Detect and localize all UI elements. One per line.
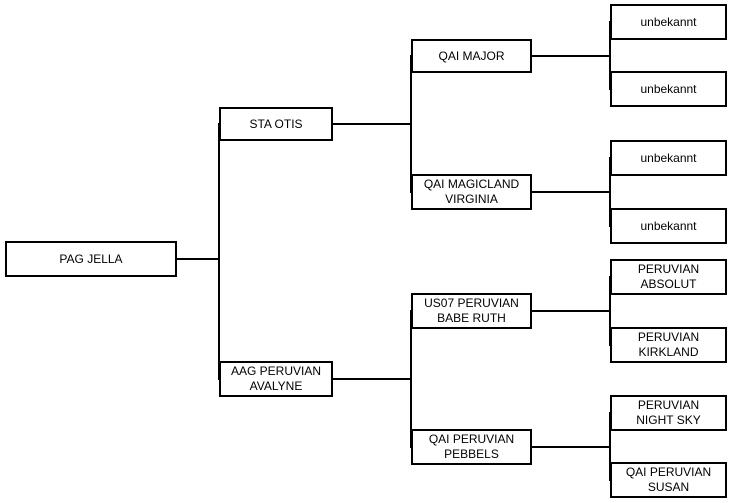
pedigree-node-animal: PAG JELLA — [5, 241, 177, 277]
node-label: PERUVIAN KIRKLAND — [637, 330, 700, 359]
pedigree-node-dam: AAG PERUVIAN AVALYNE — [219, 361, 333, 397]
pedigree-node-dam-dam: QAI PERUVIAN PEBBELS — [411, 429, 532, 465]
node-label: unbekannt — [640, 218, 697, 233]
node-label: PERUVIAN ABSOLUT — [637, 262, 700, 291]
pedigree-node-dam-sire-sire: PERUVIAN ABSOLUT — [610, 259, 727, 295]
pedigree-node-dam-dam-sire: PERUVIAN NIGHT SKY — [610, 395, 727, 431]
node-label: PAG JELLA — [59, 251, 123, 266]
pedigree-node-dam-sire-dam: PERUVIAN KIRKLAND — [610, 327, 727, 363]
pedigree-node-dam-sire: US07 PERUVIAN BABE RUTH — [411, 293, 532, 329]
node-label: QAI MAJOR — [438, 48, 505, 63]
node-label: QAI PERUVIAN PEBBELS — [428, 432, 515, 461]
pedigree-node-sire-sire-dam: unbekannt — [610, 71, 727, 107]
pedigree-node-sire-sire-sire: unbekannt — [610, 4, 727, 40]
pedigree-node-sire-dam: QAI MAGICLAND VIRGINIA — [411, 174, 532, 210]
pedigree-node-sire-dam-sire: unbekannt — [610, 140, 727, 176]
node-label: unbekannt — [640, 150, 697, 165]
pedigree-node-sire-dam-dam: unbekannt — [610, 208, 727, 244]
pedigree-node-dam-dam-dam: QAI PERUVIAN SUSAN — [610, 462, 727, 498]
node-label: QAI MAGICLAND VIRGINIA — [423, 177, 520, 206]
pedigree-node-sire: STA OTIS — [219, 107, 333, 141]
node-label: PERUVIAN NIGHT SKY — [636, 398, 701, 427]
pedigree-node-sire-sire: QAI MAJOR — [411, 39, 532, 73]
node-label: US07 PERUVIAN BABE RUTH — [424, 296, 519, 325]
node-label: QAI PERUVIAN SUSAN — [625, 465, 712, 494]
node-label: unbekannt — [640, 14, 697, 29]
node-label: AAG PERUVIAN AVALYNE — [230, 364, 322, 393]
node-label: STA OTIS — [249, 116, 303, 131]
node-label: unbekannt — [640, 81, 697, 96]
